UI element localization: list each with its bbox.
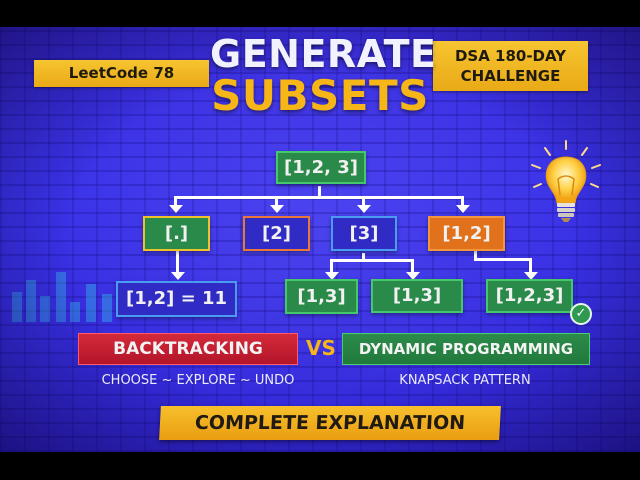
title-line-2: SUBSETS bbox=[211, 71, 429, 120]
connector-mid-right bbox=[411, 259, 414, 273]
tree-node-2: [2] bbox=[243, 216, 310, 251]
tree-node-result-left: [1,2] = 11 bbox=[116, 281, 237, 317]
arrow-down-icon bbox=[171, 272, 185, 280]
tree-node-root: [1,2, 3] bbox=[276, 151, 366, 184]
connector-left-down bbox=[176, 251, 179, 273]
tree-node-1-3-b: [1,3] bbox=[371, 279, 463, 313]
connector-mid-bar bbox=[330, 259, 414, 262]
arrow-down-icon bbox=[325, 272, 339, 280]
leetcode-badge: LeetCode 78 bbox=[34, 60, 209, 87]
complete-explanation-banner: COMPLETE EXPLANATION bbox=[159, 406, 501, 440]
connector-drop-3 bbox=[362, 196, 365, 206]
connector-right-stem bbox=[474, 251, 477, 260]
title-line-1: GENERATE bbox=[210, 32, 437, 76]
tree-node-1-2: [1,2] bbox=[428, 216, 505, 251]
challenge-line-1: DSA 180-DAY bbox=[454, 47, 567, 65]
lightbulb-icon bbox=[531, 140, 601, 222]
tree-node-1-2-3: [1,2,3] bbox=[486, 279, 573, 313]
dp-subtitle: KNAPSACK PATTERN bbox=[399, 373, 531, 388]
connector-drop-4 bbox=[461, 196, 464, 206]
connector-drop-2 bbox=[275, 196, 278, 206]
connector-mid-stem bbox=[362, 253, 365, 261]
tree-node-3: [3] bbox=[331, 216, 397, 251]
backtracking-banner: BACKTRACKING bbox=[78, 333, 298, 365]
arrow-down-icon bbox=[270, 205, 284, 213]
tree-node-empty: [.] bbox=[143, 216, 210, 251]
connector-right-down bbox=[529, 258, 532, 273]
connector-drop-1 bbox=[174, 196, 177, 206]
vignette-overlay bbox=[0, 27, 640, 452]
connector-right-bar bbox=[474, 258, 532, 261]
connector-root-down bbox=[318, 186, 321, 197]
arrow-down-icon bbox=[406, 272, 420, 280]
arrow-down-icon bbox=[357, 205, 371, 213]
backtracking-subtitle: CHOOSE ~ EXPLORE ~ UNDO bbox=[101, 373, 295, 388]
arrow-down-icon bbox=[524, 272, 538, 280]
check-circle-icon: ✓ bbox=[570, 303, 592, 325]
challenge-badge: DSA 180-DAY CHALLENGE bbox=[433, 41, 588, 91]
arrow-down-icon bbox=[169, 205, 183, 213]
arrow-down-icon bbox=[456, 205, 470, 213]
connector-mid-left bbox=[330, 259, 333, 273]
thumbnail-canvas bbox=[0, 27, 640, 452]
connector-level1-bar bbox=[174, 196, 463, 199]
dynamic-programming-banner: DYNAMIC PROGRAMMING bbox=[342, 333, 590, 365]
tree-node-1-3-a: [1,3] bbox=[285, 279, 358, 314]
vs-label: VS bbox=[306, 336, 336, 360]
challenge-line-2: CHALLENGE bbox=[460, 67, 561, 85]
